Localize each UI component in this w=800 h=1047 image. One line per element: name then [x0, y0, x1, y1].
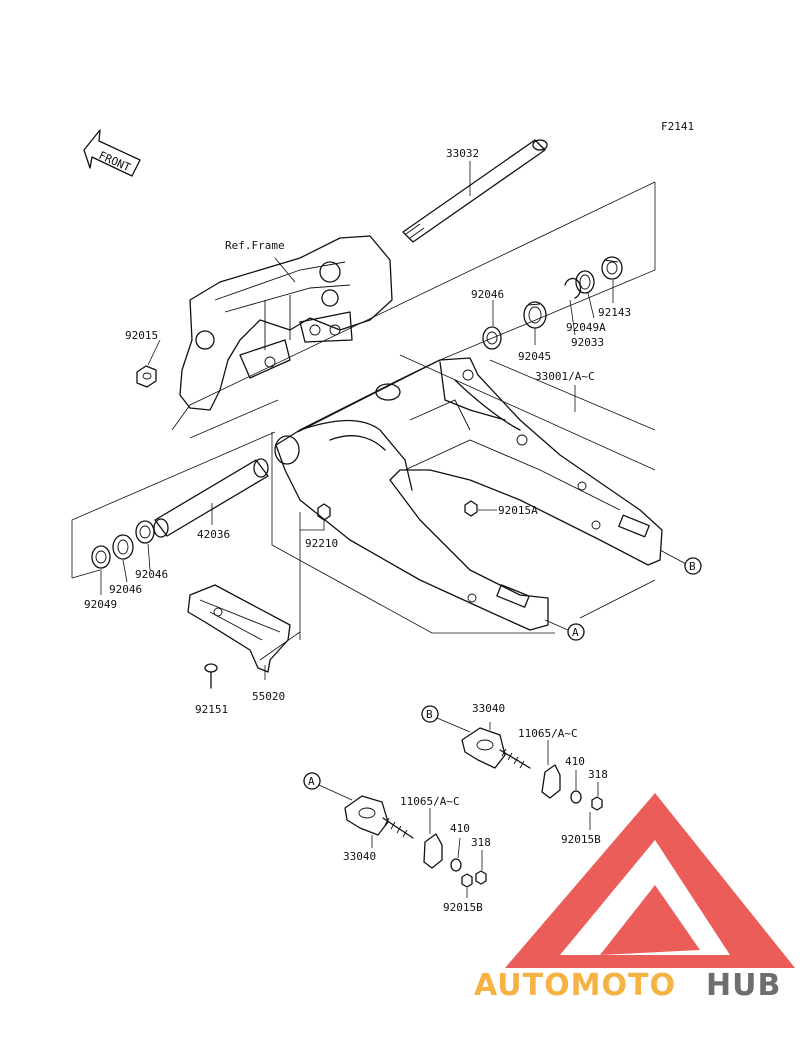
label-92045: 92045 [518, 350, 551, 363]
swingarm [274, 357, 663, 631]
seal-92049A [575, 270, 595, 294]
callout-a-adjuster [303, 772, 321, 790]
label-318-b: 318 [588, 768, 608, 781]
label-33001: 33001/A~C [535, 370, 595, 383]
front-arrow-icon: FRONT [83, 129, 141, 177]
circlip-92033 [564, 277, 582, 299]
label-92049A: 92049A [566, 321, 606, 334]
label-55020: 55020 [252, 690, 285, 703]
front-arrow-label: FRONT [97, 149, 133, 174]
label-92015A: 92015A [498, 504, 538, 517]
washer-410-b [570, 790, 582, 804]
plate-11065-b [541, 764, 561, 799]
label-92015B-a: 92015B [443, 901, 483, 914]
callout-b-swingarm-label: B [689, 560, 696, 573]
screw-92210 [317, 503, 331, 521]
figure-code: F2141 [661, 120, 694, 133]
callout-b-swingarm [684, 557, 702, 575]
upper-group-boundary [297, 182, 656, 433]
left-group-boundary [71, 431, 276, 578]
watermark-text-part2: HUB [706, 968, 781, 1003]
plate-11065-a [423, 833, 443, 869]
chain-guide-55020 [187, 584, 291, 673]
bearing-92046-left [135, 520, 155, 544]
bolt-92015A [464, 500, 478, 517]
washer-410-a [450, 858, 462, 872]
adjuster-bolt-b [499, 748, 531, 769]
label-92033: 92033 [571, 336, 604, 349]
label-33032: 33032 [446, 147, 479, 160]
label-33040-a: 33040 [343, 850, 376, 863]
label-410-b: 410 [565, 755, 585, 768]
label-11065-a: 11065/A~C [400, 795, 460, 808]
nut-92015B-a [461, 873, 473, 888]
label-33040-b: 33040 [472, 702, 505, 715]
collar-92143 [601, 256, 623, 280]
label-92210: 92210 [305, 537, 338, 550]
watermark-text-part1: AUTOMOTO [474, 968, 676, 1003]
callout-a-swingarm [567, 623, 585, 641]
callout-b-adjuster [421, 705, 439, 723]
watermark-triangle-icon [505, 793, 795, 968]
label-92046-top: 92046 [471, 288, 504, 301]
label-11065-b: 11065/A~C [518, 727, 578, 740]
callout-a-swingarm-label: A [572, 626, 579, 639]
sleeve-42036 [153, 458, 269, 538]
ref-frame-label: Ref.Frame [225, 239, 285, 252]
label-42036: 42036 [197, 528, 230, 541]
label-92015B-b: 92015B [561, 833, 601, 846]
adjuster-block-a [344, 795, 389, 836]
bearing-92045 [523, 301, 547, 329]
label-92049: 92049 [84, 598, 117, 611]
bolt-92151 [204, 663, 218, 689]
label-92046-left: 92046 [135, 568, 168, 581]
adjuster-bolt-a [382, 817, 414, 839]
nut-318-a [475, 870, 487, 885]
adjuster-block-b [461, 727, 506, 769]
bearing-92046-top [482, 326, 502, 350]
nut-92015 [136, 365, 157, 388]
swingarm-group-boundary [271, 432, 555, 634]
nut-318-b [591, 796, 603, 811]
label-92015: 92015 [125, 329, 158, 342]
seal-92049 [91, 545, 111, 569]
label-92151: 92151 [195, 703, 228, 716]
automotohub-logo: AUTOMOTO HUB [474, 793, 795, 1003]
frame-reference [179, 235, 393, 411]
bearing-92046-left2 [112, 534, 134, 560]
pivot-shaft [402, 139, 548, 243]
label-92046-left2: 92046 [109, 583, 142, 596]
label-92143: 92143 [598, 306, 631, 319]
callout-b-adjuster-label: B [426, 708, 433, 721]
callout-a-adjuster-label: A [308, 775, 315, 788]
label-410-a: 410 [450, 822, 470, 835]
label-318-a: 318 [471, 836, 491, 849]
